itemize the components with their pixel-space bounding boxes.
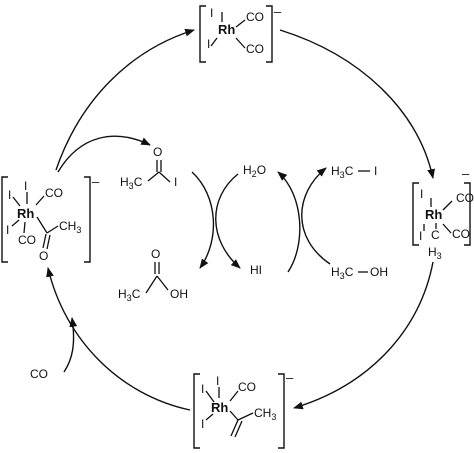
- rhodium-center: Rh: [211, 400, 228, 415]
- methyl-hydrogens: H3: [428, 245, 442, 261]
- iodine: I: [374, 164, 377, 178]
- arrow-to-acetic-acid: [191, 171, 215, 269]
- iodide-ligand: I: [207, 37, 210, 51]
- carbonyl-ligand: CO: [238, 380, 256, 394]
- charge: –: [274, 4, 282, 19]
- rhodium-center: Rh: [17, 206, 34, 221]
- iodide-ligand: I: [201, 417, 204, 431]
- iodide-ligand: I: [419, 229, 422, 243]
- complex-top: – I Rh CO I CO: [199, 4, 282, 63]
- bond: [12, 196, 21, 207]
- bond: [210, 37, 218, 47]
- complex-bottom: – I I CO Rh I CH3: [193, 370, 294, 449]
- bracket-right: [278, 373, 285, 449]
- complex-left: – I I CO Rh I CO CH3 O: [1, 174, 100, 263]
- methyl-group: CH3: [254, 406, 276, 422]
- iodide-ligand: I: [6, 223, 9, 237]
- bond: [36, 216, 48, 234]
- iodide-ligand: I: [201, 382, 204, 396]
- methanol: H3C OH: [331, 265, 388, 281]
- charge: –: [92, 174, 100, 189]
- oxygen: O: [153, 145, 162, 159]
- bond: [145, 275, 158, 294]
- bond: [229, 390, 239, 402]
- methyl-iodide: H3C I: [331, 164, 377, 180]
- iodide-ligand: I: [216, 374, 219, 388]
- bond: [46, 225, 59, 234]
- bracket-left: [1, 176, 8, 263]
- arrow-to-hi: [215, 173, 241, 269]
- charge: –: [286, 370, 294, 385]
- bracket-right: [84, 176, 91, 263]
- bracket-right: [266, 5, 273, 63]
- oxygen: O: [151, 247, 160, 261]
- carbonyl-ligand: CO: [246, 42, 264, 56]
- bracket-right: [464, 182, 471, 246]
- bond: [237, 412, 254, 421]
- methyl-label: H3C: [120, 175, 143, 191]
- carbon-monoxide: CO: [30, 367, 48, 381]
- methyl-label: H3C: [118, 287, 141, 303]
- acetic-acid: O H3C OH: [118, 247, 188, 303]
- bracket-left: [199, 5, 206, 63]
- carbonyl-ligand: CO: [246, 10, 264, 24]
- bond: [205, 413, 214, 421]
- double-bond: [46, 234, 51, 250]
- bond: [11, 219, 20, 227]
- double-bond: [230, 419, 239, 437]
- svg-text:H3C: H3C: [331, 164, 354, 180]
- iodide-ligand: I: [8, 188, 11, 202]
- iodide-ligand: I: [420, 187, 423, 201]
- arrow-top-to-right: [279, 29, 435, 179]
- water: H2O: [243, 163, 266, 179]
- double-bond: [42, 233, 47, 249]
- bond: [23, 221, 26, 234]
- svg-text:H3C: H3C: [331, 265, 354, 281]
- bond: [442, 223, 452, 234]
- double-bond: [234, 420, 243, 438]
- bond: [442, 200, 453, 211]
- arrow-right-to-bottom: [293, 261, 434, 410]
- iodide-ligand: I: [210, 6, 213, 20]
- methyl-carbon: C: [431, 228, 440, 242]
- arrow-bottom-to-left: [46, 267, 191, 411]
- bond: [235, 37, 246, 49]
- arrow-left-to-top: [55, 28, 195, 171]
- bond: [35, 195, 45, 206]
- bond: [158, 171, 171, 183]
- bracket-left: [412, 182, 419, 246]
- rhodium-center: Rh: [218, 22, 235, 37]
- bond: [156, 275, 169, 291]
- carbonyl-oxygen: O: [39, 249, 48, 263]
- iodine: I: [174, 175, 177, 189]
- bond: [229, 410, 239, 421]
- arrow-release-acetyl-iodide: [57, 135, 151, 173]
- rhodium-center: Rh: [425, 207, 442, 222]
- hydroxyl: OH: [370, 265, 388, 279]
- carbonyl-ligand: CO: [452, 227, 470, 241]
- carbonyl-ligand: CO: [45, 186, 63, 200]
- arrow-to-methyl-iodide: [301, 167, 331, 265]
- carbonyl-ligand: CO: [456, 191, 474, 205]
- iodide-ligand: I: [24, 179, 27, 193]
- complex-right: – I Rh CO I C CO H3: [412, 166, 474, 261]
- arrow-to-water: [277, 171, 301, 273]
- carbonyl-ligand: CO: [18, 233, 36, 247]
- acetyl-iodide: O H3C I: [120, 145, 177, 191]
- bond: [235, 19, 246, 28]
- bond: [205, 390, 215, 403]
- bracket-left: [193, 373, 200, 449]
- charge: –: [462, 166, 470, 181]
- hydroxyl: OH: [170, 287, 188, 301]
- methyl-group: CH3: [59, 219, 81, 235]
- arrow-co-uptake: [63, 317, 78, 373]
- hydrogen-iodide: HI: [250, 263, 262, 277]
- bond: [147, 171, 160, 182]
